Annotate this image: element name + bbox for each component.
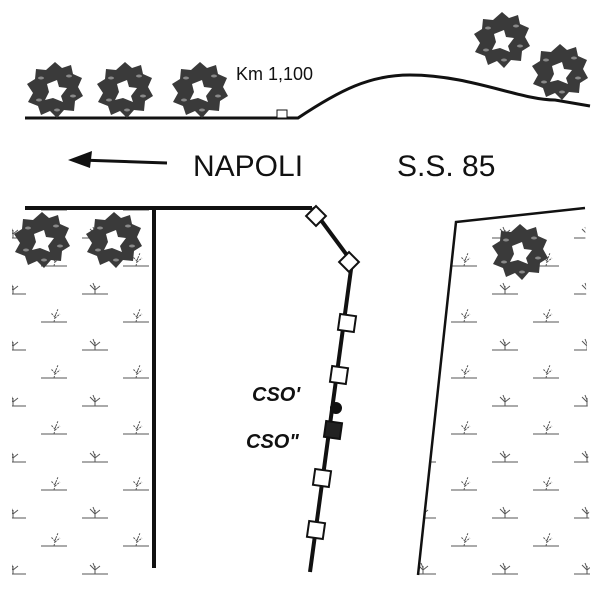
grass-area-left xyxy=(12,210,150,575)
tree-icon xyxy=(97,62,153,118)
road-label: S.S. 85 xyxy=(397,150,495,183)
survey-point xyxy=(328,364,350,386)
arrow-left-icon xyxy=(68,151,168,168)
survey-point xyxy=(337,250,361,274)
cso2-point xyxy=(322,419,344,441)
km-marker xyxy=(276,109,288,119)
tree-icon xyxy=(27,62,83,118)
km-label: Km 1,100 xyxy=(236,64,313,84)
survey-point xyxy=(305,519,327,541)
survey-point xyxy=(304,204,328,228)
cso1-label: CSO' xyxy=(252,384,301,406)
cso1-point xyxy=(330,402,342,414)
road-line xyxy=(25,73,591,120)
survey-point xyxy=(336,312,358,334)
survey-point xyxy=(311,467,333,489)
grass-area-right xyxy=(418,208,590,575)
tree-icon xyxy=(532,44,588,100)
wall-line xyxy=(25,206,312,568)
direction-label: NAPOLI xyxy=(193,150,303,183)
cso2-label: CSO" xyxy=(246,431,299,453)
tree-icon xyxy=(474,12,530,68)
tree-icon xyxy=(172,62,228,118)
